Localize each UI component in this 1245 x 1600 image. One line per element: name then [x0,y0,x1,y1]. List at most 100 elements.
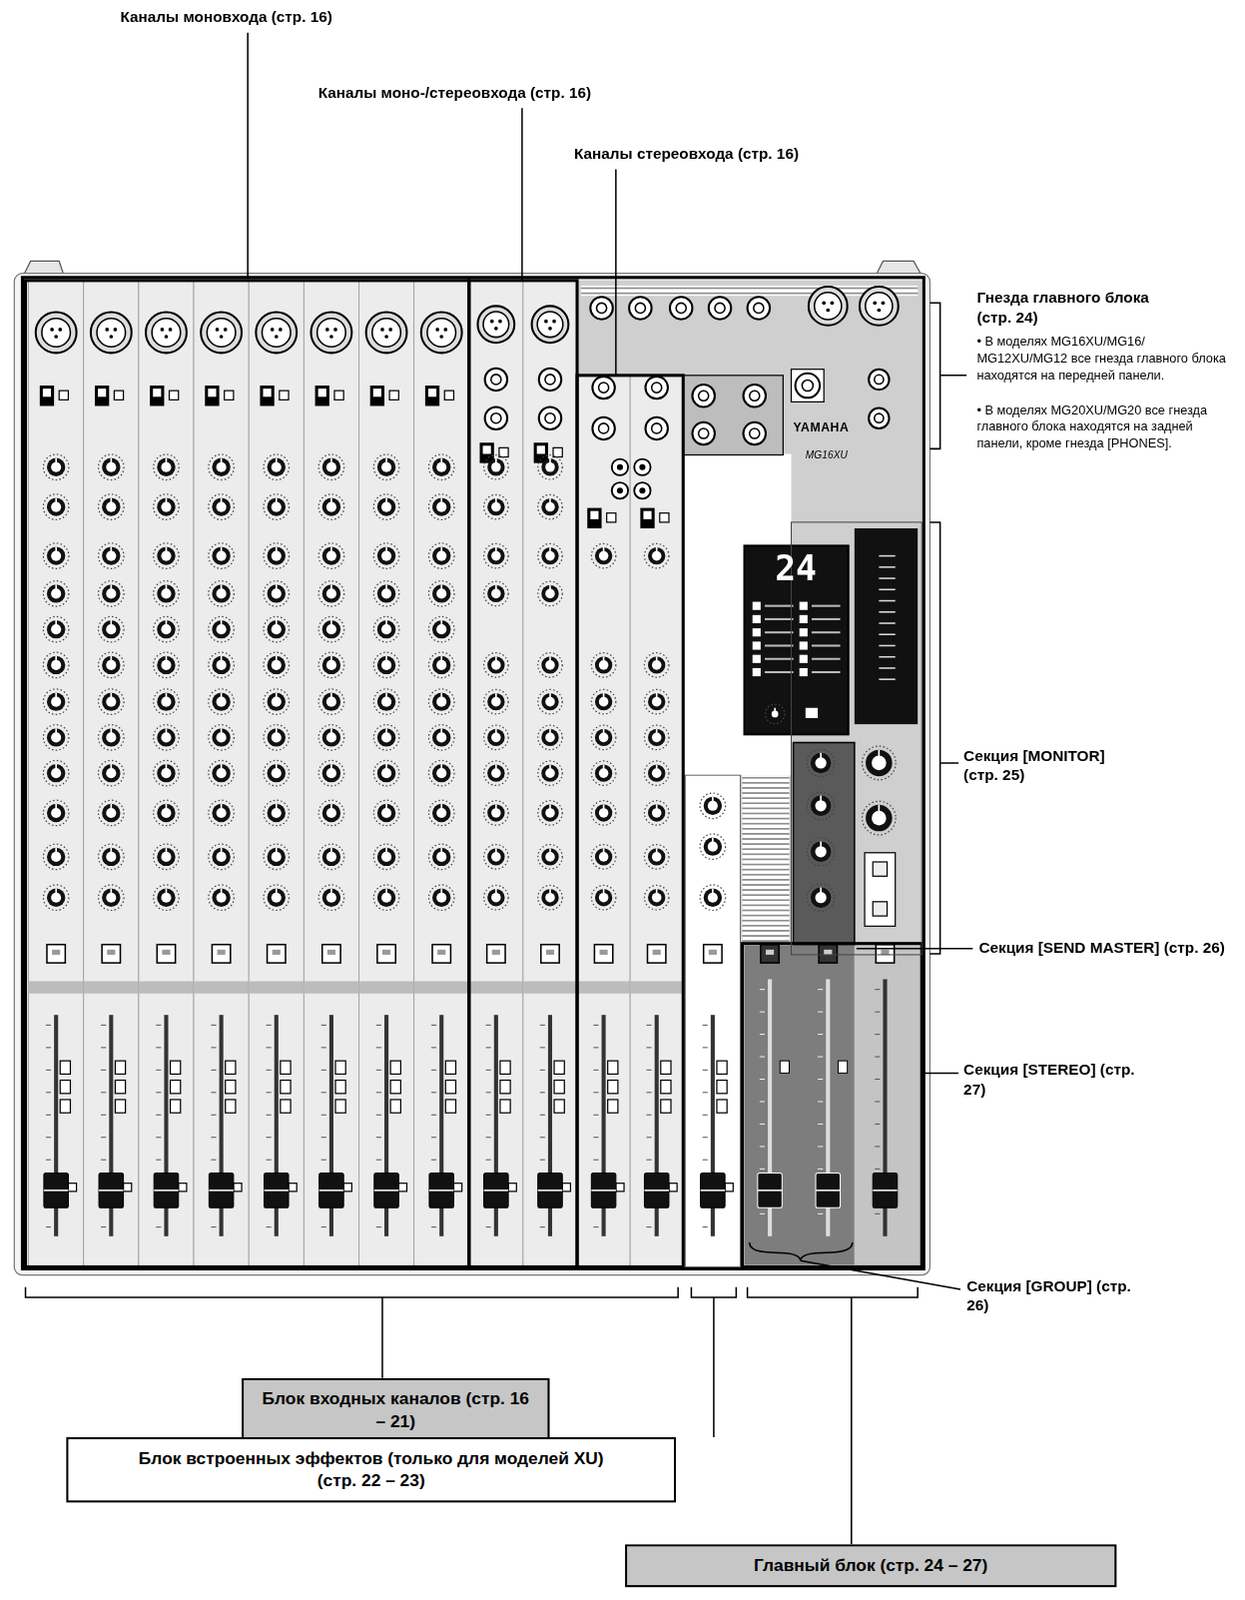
display-line [811,605,841,608]
brand-logo: YAMAHA [793,420,876,436]
meter-led [170,1099,181,1113]
knob-pointer [495,847,498,857]
fader-cap-line [538,1189,564,1192]
switch-lever [262,388,271,397]
phone-jack [743,384,766,407]
xlr-jack [421,312,463,354]
knob [101,584,120,603]
knob-pointer [603,728,606,738]
phone-jack [708,296,731,319]
phone-jack [669,296,692,319]
knob [101,458,120,477]
bracket [747,1286,919,1544]
xlr-inner [317,318,347,348]
knob-pointer [773,707,776,714]
callout-label: Гнезда главного блока (стр. 24) [976,288,1186,327]
knob [322,584,341,603]
indicator [224,390,234,400]
meter-led [500,1060,511,1074]
fader-tick [155,1024,161,1026]
knob-scale [42,843,69,870]
fader-tick [376,1159,382,1161]
knob-pointer [385,727,388,737]
fader-cap [374,1172,400,1208]
xlr-pin [278,327,283,332]
on-led [600,949,609,955]
fader-tick [702,1091,708,1093]
knob [768,707,781,720]
knob-scale [538,688,564,714]
indicator [113,390,123,400]
knob [703,888,722,907]
knob-pointer [275,546,278,556]
channel-strip [303,280,359,1267]
knob [101,847,120,866]
knob-scale [428,651,455,678]
xlr-pin [53,334,58,339]
xlr-pin [325,327,330,332]
phone-jack-hole [545,413,556,424]
meter-led [445,1080,456,1094]
fader-tick [431,1091,437,1093]
knob-pointer [440,497,443,507]
knob [377,584,396,603]
knob [487,847,505,865]
knob-scale [98,884,125,911]
knob [377,546,396,565]
fader-tick [759,1033,765,1035]
knob-pointer [275,655,278,665]
knob-pointer [110,847,113,857]
generated-controls [28,280,899,1267]
knob-scale [373,494,400,521]
knob [377,727,396,746]
bracket [929,522,959,954]
fader-tick [645,1114,651,1116]
fader-tick [100,1046,106,1048]
knob-scale [591,652,617,678]
fader-tick [155,1159,161,1161]
knob [46,458,65,477]
fader-tick [321,1069,327,1071]
display-line [764,618,794,621]
phone-jack-hole [545,374,556,385]
knob-pointer [385,458,388,468]
knob [647,547,665,565]
xlr-jack [366,312,408,354]
switch-lever [42,388,51,397]
leader-line [800,1259,961,1289]
fader-cap-line [374,1189,400,1192]
fader-cap-line [153,1189,179,1192]
fader-tick [155,1069,161,1071]
fader-cap-line [591,1189,617,1192]
knob-pointer [655,547,658,557]
knob-pointer [330,803,333,813]
meter-led [716,1099,727,1113]
callout-label: Каналы моновхода (стр. 16) [120,7,387,27]
pfl-button [178,1183,187,1192]
knob-scale [806,748,835,777]
knob-pointer [385,763,388,773]
fader-tick [702,1114,708,1116]
fader-tick [874,1100,880,1102]
knob-scale [318,543,345,570]
leaders [25,32,974,1545]
knob-pointer [549,547,552,557]
knob [647,803,665,821]
meter-led [170,1080,181,1094]
xlr-inner [865,292,893,320]
fader-tick [874,1078,880,1080]
fader-cap [43,1172,69,1208]
xlr-jack [90,312,132,354]
knob [46,727,65,746]
on-button [156,944,175,963]
switch [370,385,385,406]
knob-scale [318,651,345,678]
knob [267,727,286,746]
fader-cap-line [643,1189,669,1192]
knob [865,804,893,832]
knob-scale [484,800,510,826]
phone-jack [868,369,889,390]
knob-scale [208,543,235,570]
knob [156,691,175,710]
